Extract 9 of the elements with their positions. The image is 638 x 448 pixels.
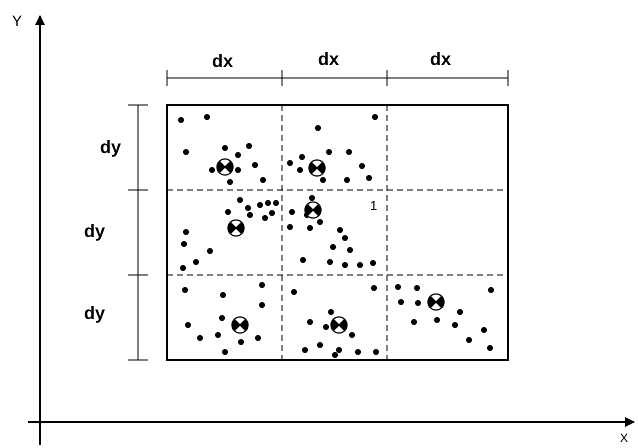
dimension-label: dy xyxy=(100,138,122,156)
dimension-label: dx xyxy=(318,50,340,68)
axis-label: Y xyxy=(12,14,22,29)
dimension-label: dx xyxy=(212,52,234,70)
dimension-label: dx xyxy=(430,50,452,68)
axis-label: X xyxy=(620,432,628,444)
dimension-label: dy xyxy=(84,222,106,240)
dimension-label: dy xyxy=(84,304,106,322)
cell-number: 1 xyxy=(370,199,378,212)
